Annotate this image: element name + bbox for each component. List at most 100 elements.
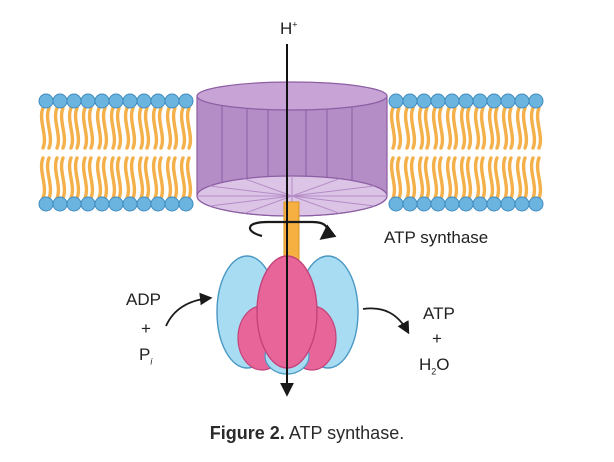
caption-text: ATP synthase.	[288, 423, 405, 443]
lipid-head	[444, 196, 460, 212]
f1-catalytic-head	[216, 255, 359, 375]
rotor-spoke	[291, 178, 340, 197]
lipid-head	[66, 93, 82, 109]
lipid-tail	[403, 156, 411, 200]
lipid-tail	[501, 156, 509, 200]
lipid-head	[472, 93, 488, 109]
lipid-tail	[473, 106, 481, 150]
lipid-head	[388, 196, 404, 212]
lipid-tail	[157, 106, 165, 150]
figure-number: Figure 2.	[209, 423, 285, 443]
lipid-head	[122, 196, 138, 212]
lipid-head	[402, 196, 418, 212]
rotor-spoke	[291, 185, 375, 197]
lipid-tail	[423, 156, 431, 200]
lipid-head	[52, 196, 68, 212]
lipid-head	[528, 196, 544, 212]
lipid-bilayer	[38, 93, 544, 212]
lipid-tail	[479, 106, 487, 150]
lipid-tail	[529, 156, 537, 200]
lipid-head	[52, 93, 68, 109]
lipid-tail	[115, 106, 123, 150]
lipid-tail	[73, 156, 81, 200]
lipid-head	[514, 93, 530, 109]
lipid-tail	[445, 106, 453, 150]
lipid-tail	[507, 156, 515, 200]
lipid-head	[178, 196, 194, 212]
lipid-head	[94, 196, 110, 212]
lipid-tail	[165, 156, 173, 200]
lipid-head	[178, 93, 194, 109]
lipid-tail	[501, 106, 509, 150]
lipid-tail	[143, 106, 151, 150]
lipid-tail	[109, 106, 117, 150]
phosphate-label: Pi	[139, 345, 153, 367]
lipid-tail	[87, 156, 95, 200]
lipid-tail	[409, 156, 417, 200]
lipid-head	[122, 93, 138, 109]
reactant-plus-label: +	[141, 319, 151, 338]
lipid-tail	[451, 156, 459, 200]
lipid-tail	[151, 156, 159, 200]
product-arrow	[362, 307, 410, 335]
adp-label: ADP	[126, 290, 161, 309]
atp-product-label: ATP	[423, 304, 455, 323]
rotor-spoke	[244, 178, 293, 197]
lipid-head	[486, 196, 502, 212]
lipid-tail	[101, 156, 109, 200]
lipid-tail	[101, 106, 109, 150]
lipid-head	[472, 196, 488, 212]
product-plus-label: +	[432, 329, 442, 348]
lipid-head	[500, 196, 516, 212]
lipid-head	[430, 196, 446, 212]
rotor-spoke	[291, 195, 375, 207]
lipid-tail	[389, 156, 397, 200]
lipid-head	[486, 93, 502, 109]
lipid-heads	[38, 93, 544, 212]
lipid-tail	[179, 106, 187, 150]
lipid-head	[38, 196, 54, 212]
lipid-tail	[53, 156, 61, 200]
lipid-tail	[535, 106, 543, 150]
lipid-tail	[409, 106, 417, 150]
lipid-head	[108, 196, 124, 212]
lipid-head	[150, 196, 166, 212]
lipid-tail	[185, 156, 193, 200]
lipid-tail	[129, 156, 137, 200]
reactant-arrow	[165, 292, 213, 327]
lipid-tail	[137, 106, 145, 150]
lipid-head	[416, 93, 432, 109]
lipid-head	[164, 93, 180, 109]
lipid-head	[164, 196, 180, 212]
lipid-head	[500, 93, 516, 109]
rotor-bottom-spokes	[197, 176, 387, 216]
lipid-tail	[59, 106, 67, 150]
lipid-head	[388, 93, 404, 109]
water-label: H2O	[419, 355, 450, 377]
rotor-spoke	[291, 195, 340, 214]
lipid-tail	[81, 156, 89, 200]
lipid-tail	[487, 106, 495, 150]
lipid-tail	[45, 156, 53, 200]
lipid-tail	[521, 106, 529, 150]
lipid-tail	[507, 106, 515, 150]
fo-rotor-ring	[196, 81, 388, 217]
lipid-tail	[417, 156, 425, 200]
lipid-tail	[493, 106, 501, 150]
lipid-tail	[129, 106, 137, 150]
lipid-tail	[465, 106, 473, 150]
lipid-head	[150, 93, 166, 109]
lipid-head	[444, 93, 460, 109]
lipid-tail	[67, 106, 75, 150]
lipid-tail	[59, 156, 67, 200]
lipid-tail	[473, 156, 481, 200]
lipid-tail	[389, 106, 397, 150]
lipid-head	[458, 196, 474, 212]
lipid-tail	[165, 106, 173, 150]
lipid-tail	[437, 106, 445, 150]
lipid-head	[80, 196, 96, 212]
proton-label: H+	[280, 19, 298, 38]
lipid-tail	[417, 106, 425, 150]
